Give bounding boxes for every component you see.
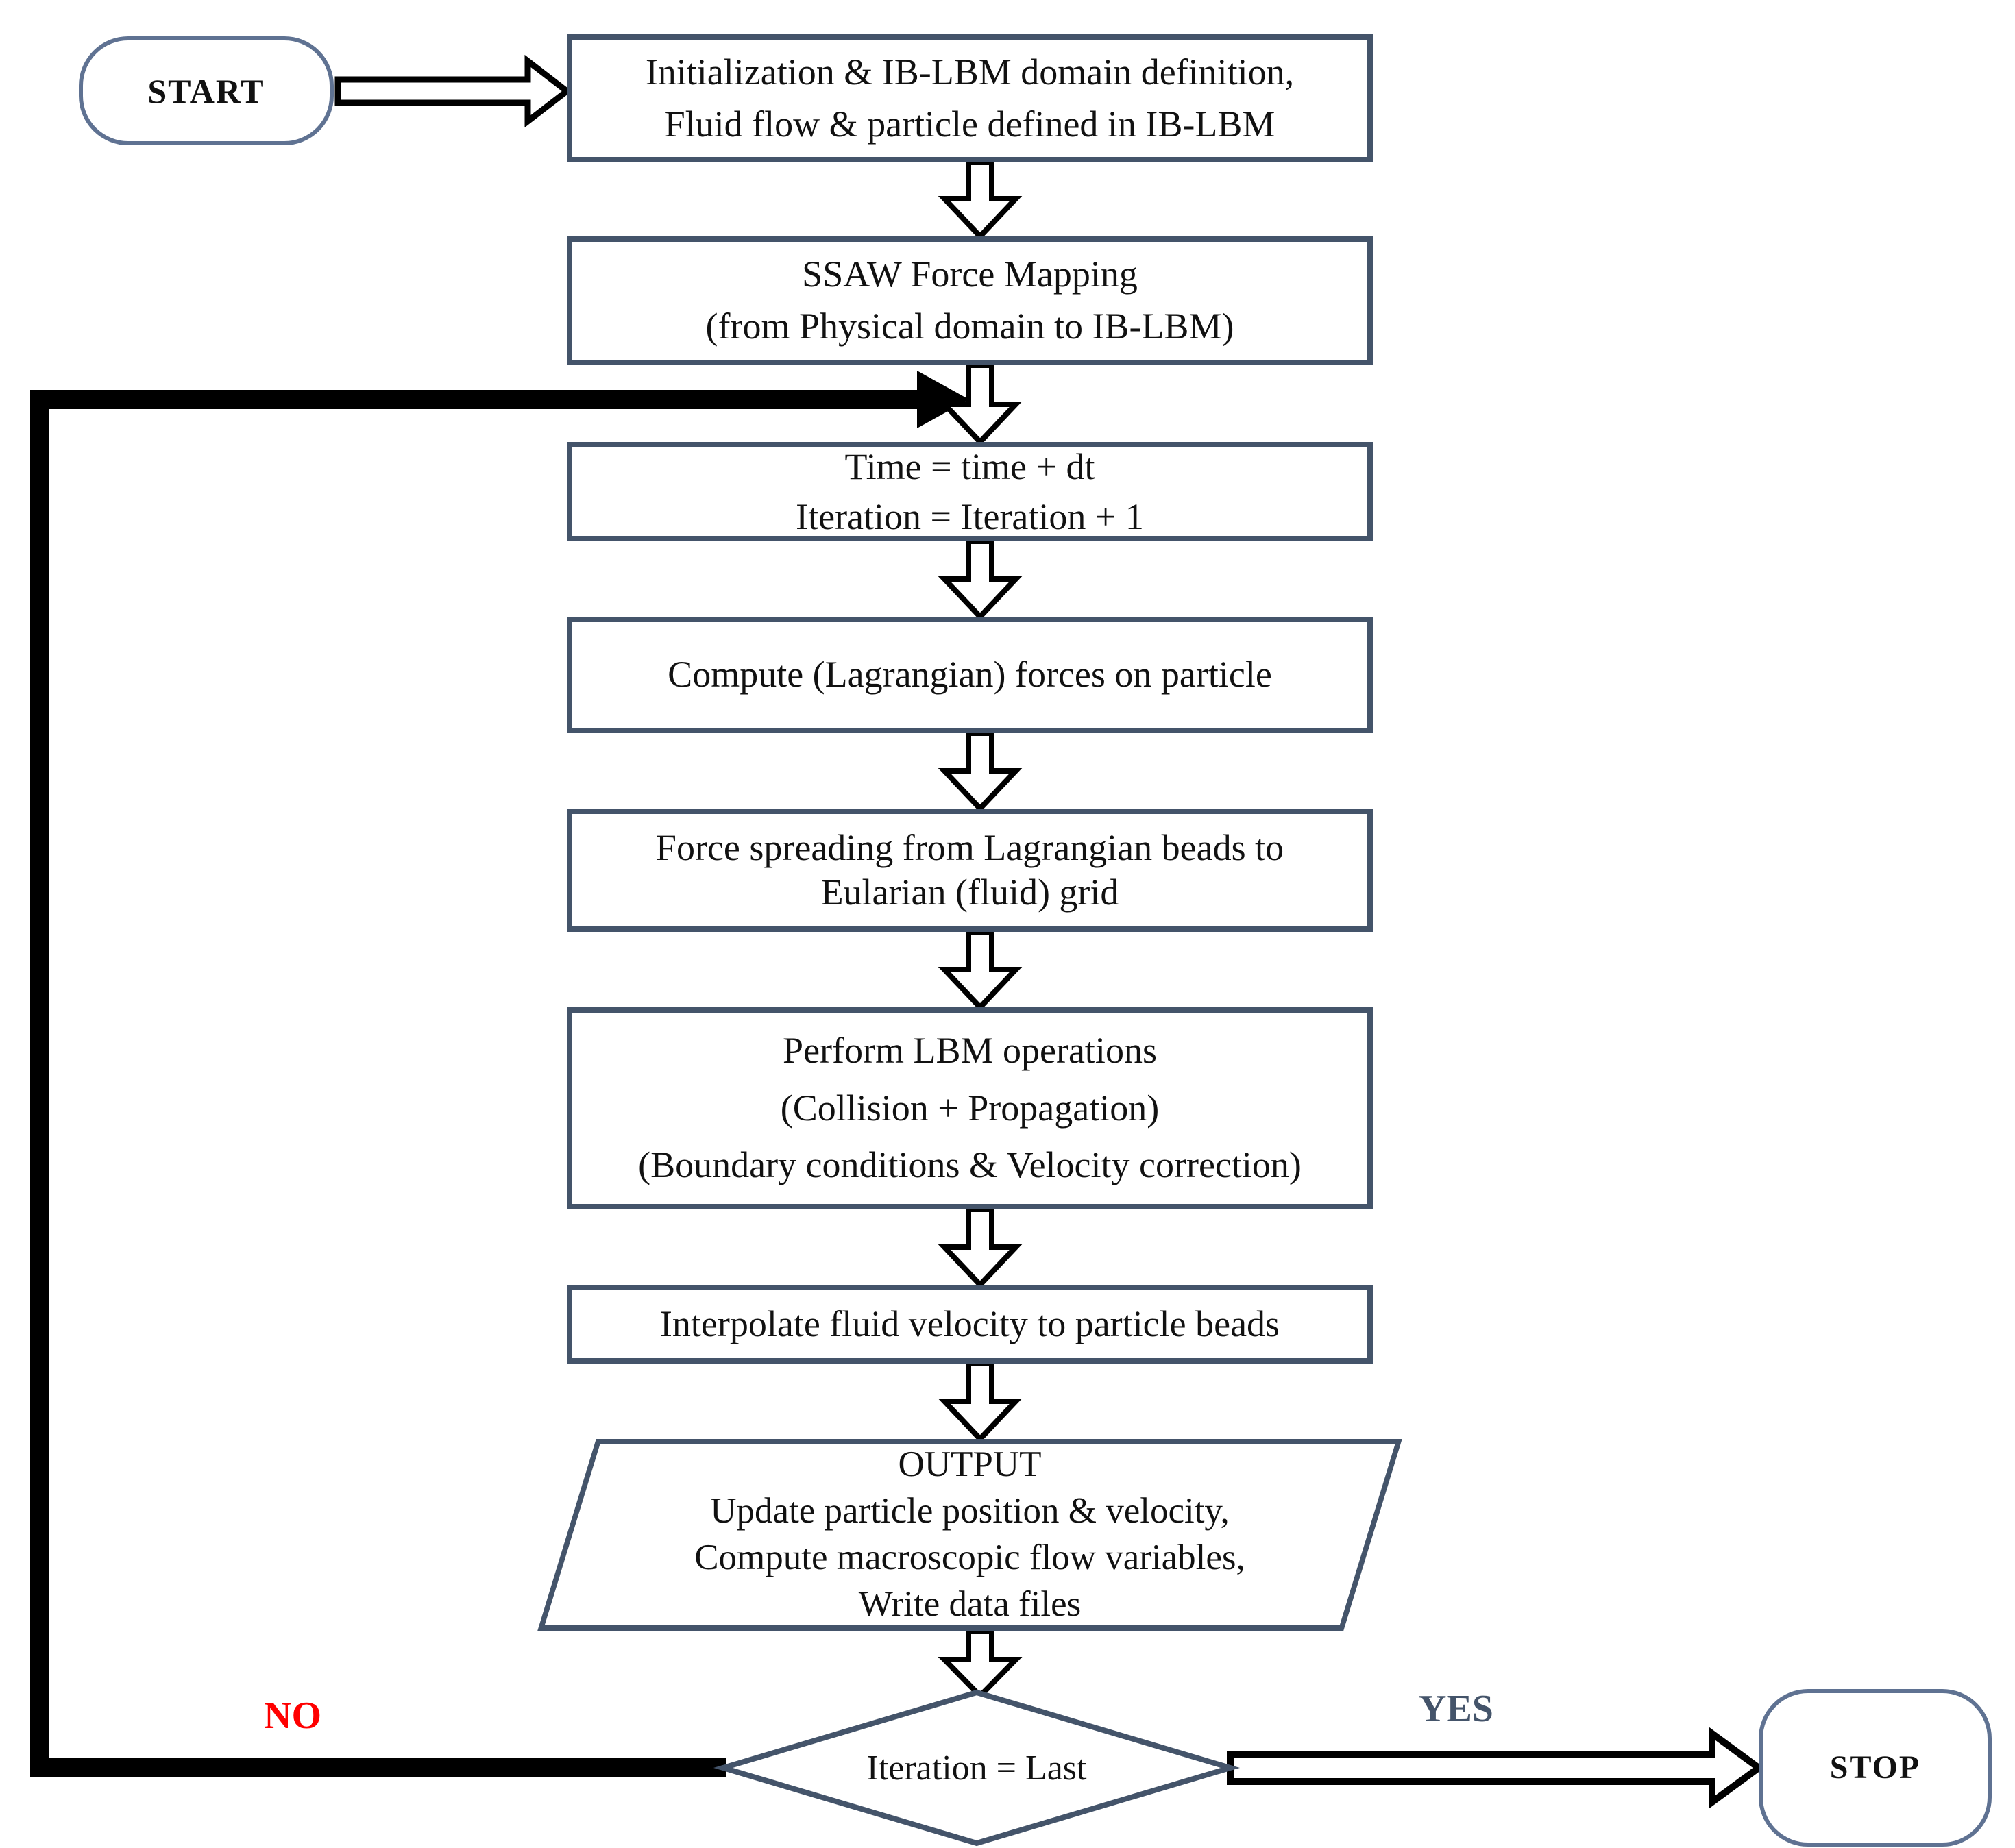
- arrow-yes-to-stop-icon: [1227, 1727, 1765, 1809]
- output-line-3: Compute macroscopic flow variables,: [694, 1538, 1245, 1577]
- force-spreading-box: Force spreading from Lagrangian beads to…: [567, 809, 1373, 932]
- decision-diamond-shape: [713, 1689, 1241, 1847]
- lbm-line-3: (Boundary conditions & Velocity correcti…: [638, 1144, 1302, 1186]
- start-label: START: [147, 71, 265, 110]
- start-node: START: [79, 36, 334, 145]
- arrow-output-to-decision-icon: [938, 1628, 1023, 1700]
- output-line-4: Write data files: [858, 1584, 1082, 1624]
- arrow-init-to-ssaw-icon: [938, 160, 1023, 241]
- output-line-1: OUTPUT: [898, 1444, 1042, 1485]
- arrow-ssaw-to-time-icon: [938, 362, 1023, 446]
- decision-node: Iteration = Last: [723, 1692, 1230, 1843]
- lbm-line-1: Perform LBM operations: [783, 1029, 1157, 1071]
- arrow-lbm-to-interpolate-icon: [938, 1207, 1023, 1289]
- time-line-2: Iteration = Iteration + 1: [796, 495, 1144, 537]
- init-line-2: Fluid flow & particle defined in IB-LBM: [664, 103, 1275, 145]
- lbm-operations-box: Perform LBM operations (Collision + Prop…: [567, 1007, 1373, 1209]
- compute-line-1: Compute (Lagrangian) forces on particle: [668, 654, 1272, 695]
- arrow-time-to-compute-icon: [938, 539, 1023, 621]
- time-line-1: Time = time + dt: [844, 445, 1095, 487]
- yes-edge-label: YES: [1419, 1688, 1493, 1730]
- compute-forces-box: Compute (Lagrangian) forces on particle: [567, 617, 1373, 733]
- decision-label: Iteration = Last: [866, 1748, 1087, 1788]
- no-loop-line: [30, 390, 917, 1777]
- ssaw-force-mapping-box: SSAW Force Mapping (from Physical domain…: [567, 236, 1373, 365]
- init-line-1: Initialization & IB-LBM domain definitio…: [645, 51, 1295, 93]
- output-node: OUTPUT Update particle position & veloci…: [567, 1439, 1373, 1631]
- stop-label: STOP: [1829, 1749, 1921, 1786]
- ssaw-line-1: SSAW Force Mapping: [802, 254, 1138, 295]
- arrow-start-to-init-icon: [334, 54, 572, 128]
- arrow-interpolate-to-output-icon: [938, 1361, 1023, 1443]
- init-box: Initialization & IB-LBM domain definitio…: [567, 34, 1373, 162]
- arrow-compute-to-spread-icon: [938, 730, 1023, 813]
- arrow-spread-to-lbm-icon: [938, 929, 1023, 1011]
- time-iteration-box: Time = time + dt Iteration = Iteration +…: [567, 442, 1373, 541]
- stop-node: STOP: [1759, 1689, 1992, 1847]
- spread-line-2: Eularian (fluid) grid: [820, 872, 1119, 913]
- no-edge-label: NO: [264, 1695, 321, 1737]
- no-loop-arrowhead-icon: [917, 371, 969, 428]
- lbm-line-2: (Collision + Propagation): [780, 1087, 1160, 1129]
- ssaw-line-2: (from Physical domain to IB-LBM): [705, 306, 1234, 347]
- spread-line-1: Force spreading from Lagrangian beads to: [655, 827, 1284, 869]
- interpolate-line-1: Interpolate fluid velocity to particle b…: [659, 1303, 1280, 1344]
- interpolate-box: Interpolate fluid velocity to particle b…: [567, 1285, 1373, 1364]
- output-line-2: Update particle position & velocity,: [710, 1491, 1230, 1531]
